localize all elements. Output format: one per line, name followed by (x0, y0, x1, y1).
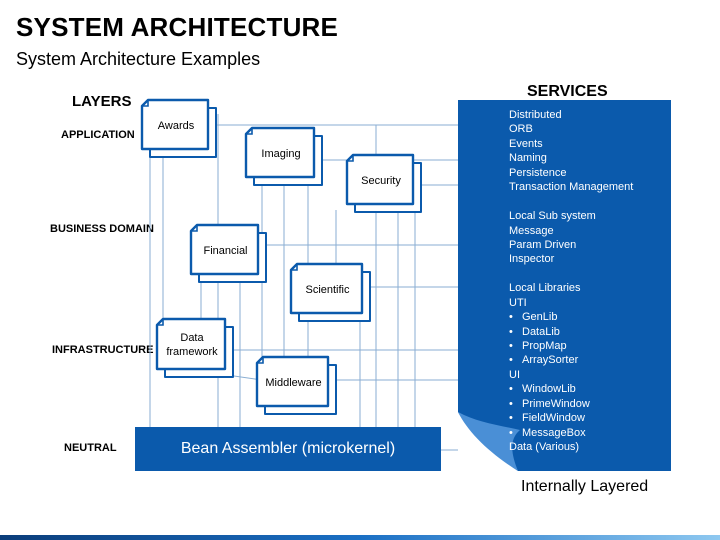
service-item-label: Message (509, 224, 554, 237)
service-item-label: ArraySorter (522, 354, 579, 367)
service-item-label: Distributed (509, 109, 562, 121)
component-security: Security (345, 153, 422, 213)
page-curl-panel (458, 100, 671, 471)
document-stack-icon (140, 98, 217, 158)
component-label: Awards (157, 119, 195, 132)
document-stack-icon (189, 223, 267, 283)
service-item: ORB (509, 122, 633, 136)
bullet-icon: • (509, 311, 513, 324)
service-item: Events (509, 137, 633, 151)
service-item: Transaction Management (509, 180, 633, 194)
component-label-line1: Data (180, 332, 204, 344)
component-label: Financial (203, 244, 248, 257)
service-item-label: Data (Various) (509, 441, 580, 454)
bullet-icon: • (509, 354, 513, 367)
service-item: • MessageBox (509, 426, 633, 440)
layer-label-business-domain: BUSINESS DOMAIN (50, 223, 154, 235)
page-title: SYSTEM ARCHITECTURE (16, 12, 339, 42)
document-stack-icon (255, 355, 337, 415)
component-label: Imaging (261, 147, 301, 160)
service-item: • FieldWindow (509, 411, 633, 425)
services-heading: SERVICES (527, 83, 608, 100)
service-item: • WindowLib (509, 382, 633, 396)
service-item-label: Naming (509, 152, 547, 165)
service-item: • PropMap (509, 339, 633, 353)
service-spacer (509, 195, 633, 209)
services-panel (458, 100, 671, 471)
component-label: Data framework (157, 319, 227, 371)
layers-heading: LAYERS (72, 93, 132, 110)
service-item-label: Local Sub system (509, 210, 596, 223)
service-item: Data (Various) (509, 440, 633, 454)
service-item-label: GenLib (522, 311, 558, 324)
service-item: Inspector (509, 252, 633, 266)
service-item: Persistence (509, 166, 633, 180)
component-data-framework: Data framework (155, 317, 234, 378)
component-label-line2: framework (166, 346, 218, 358)
service-item: Distributed (509, 108, 633, 122)
service-item-label: Events (509, 137, 543, 150)
document-stack-icon (155, 317, 234, 378)
component-label: Middleware (265, 376, 322, 389)
document-stack-icon (244, 126, 323, 186)
layer-label-neutral: NEUTRAL (64, 442, 117, 454)
layer-label-infrastructure: INFRASTRUCTURE (52, 344, 154, 356)
service-item: Local Libraries (509, 281, 633, 295)
bullet-icon: • (509, 412, 513, 425)
layer-label-application: APPLICATION (61, 129, 135, 141)
component-imaging: Imaging (244, 126, 323, 186)
service-item: • GenLib (509, 310, 633, 324)
service-item-label: Param Driven (509, 238, 577, 251)
service-item: Local Sub system (509, 209, 633, 223)
service-item: Message (509, 224, 633, 238)
component-scientific: Scientific (289, 262, 371, 322)
service-item: • PrimeWindow (509, 397, 633, 411)
document-stack-icon (345, 153, 422, 213)
component-label: Scientific (305, 283, 350, 296)
bean-assembler-box: Bean Assembler (microkernel) (135, 427, 441, 471)
component-awards: Awards (140, 98, 217, 158)
service-item-label: FieldWindow (522, 412, 585, 425)
component-financial: Financial (189, 223, 267, 283)
footer-accent-bar (0, 535, 720, 540)
service-item-label: Local Libraries (509, 282, 581, 295)
service-item: Param Driven (509, 238, 633, 252)
service-item-label: PropMap (522, 340, 567, 352)
service-item: • ArraySorter (509, 353, 633, 367)
service-item-label: DataLib (522, 325, 560, 338)
component-label: Security (361, 174, 401, 187)
service-item-label: Persistence (509, 166, 567, 179)
service-item-label: UTI (509, 296, 527, 309)
service-item: UTI (509, 296, 633, 310)
service-item-label: WindowLib (522, 383, 576, 396)
service-item-label: MessageBox (522, 426, 586, 439)
component-middleware: Middleware (255, 355, 337, 415)
bullet-icon: • (509, 325, 513, 338)
service-spacer (509, 267, 633, 281)
service-item-label: UI (509, 368, 520, 381)
service-item: Naming (509, 151, 633, 165)
service-item-label: Transaction Management (509, 181, 634, 194)
bullet-icon: • (509, 383, 513, 396)
document-stack-icon (289, 262, 371, 322)
bullet-icon: • (509, 426, 513, 439)
service-item-label: ORB (509, 123, 533, 136)
page-subtitle: System Architecture Examples (16, 49, 261, 69)
service-item: • DataLib (509, 325, 633, 339)
bullet-icon: • (509, 397, 513, 410)
bullet-icon: • (509, 340, 513, 352)
service-item-label: PrimeWindow (522, 397, 590, 410)
service-item: UI (509, 368, 633, 382)
services-caption: Internally Layered (521, 478, 649, 495)
service-item-label: Inspector (509, 253, 555, 266)
